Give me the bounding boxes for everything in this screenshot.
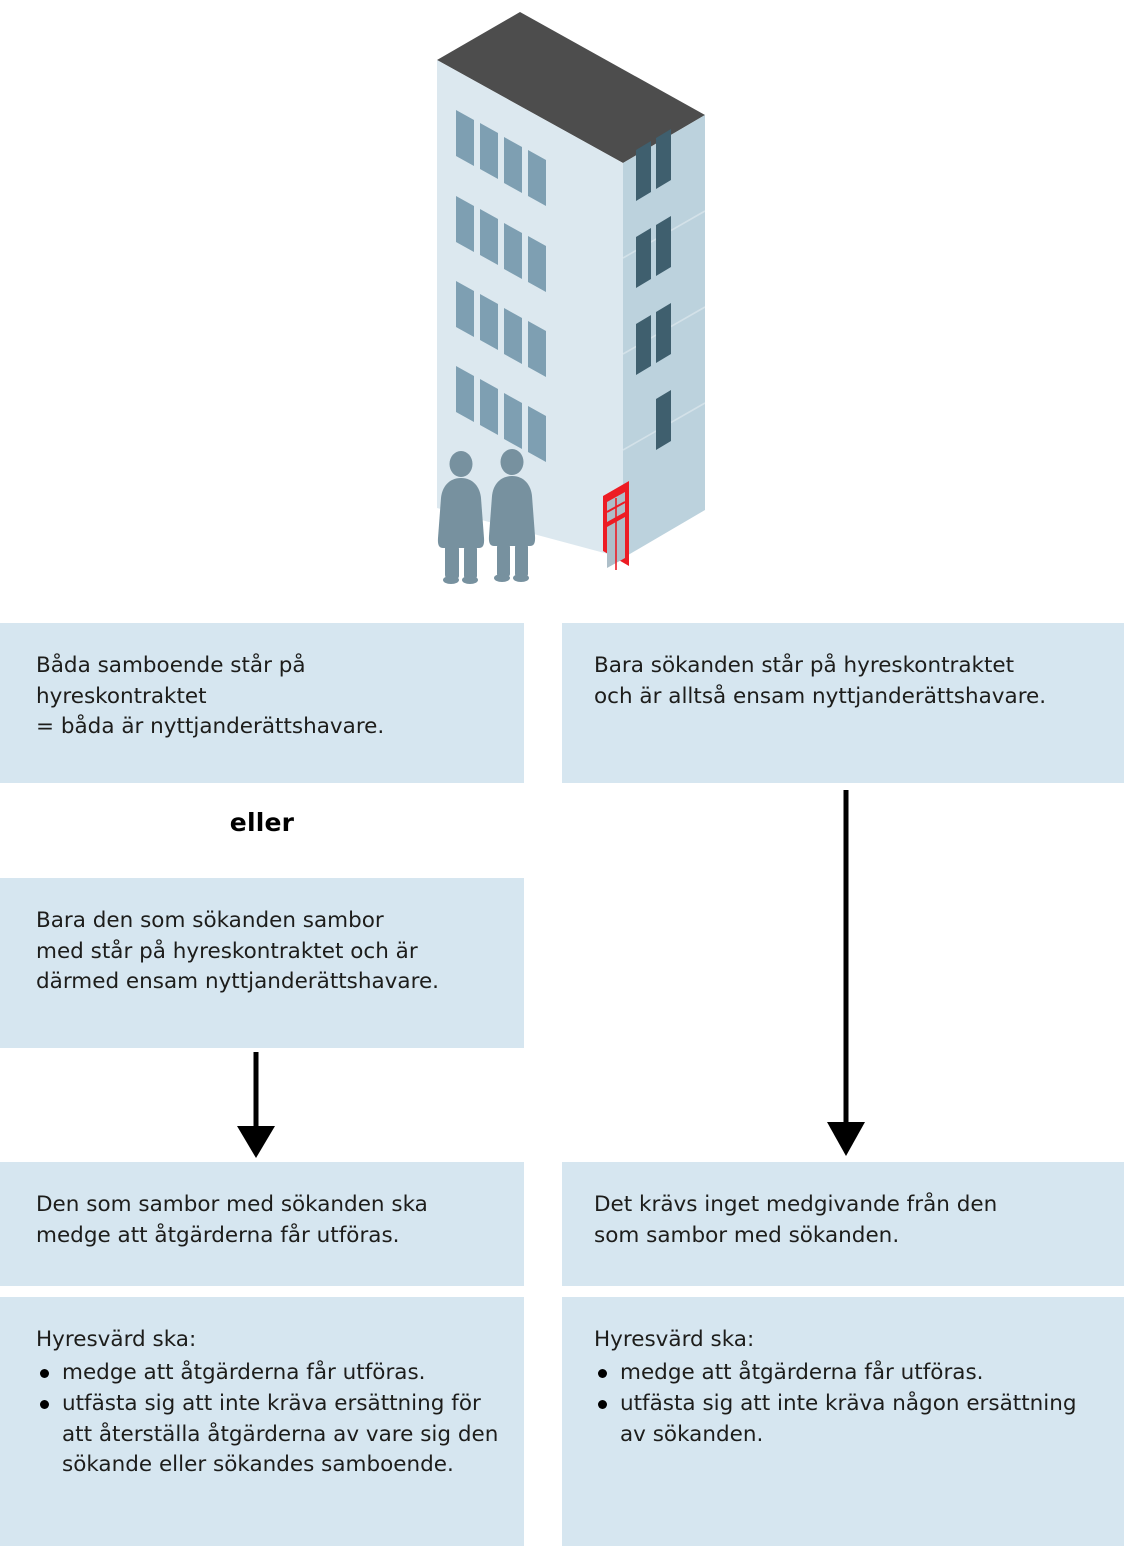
left-list-heading: Hyresvärd ska:	[36, 1327, 197, 1352]
list-item: utfästa sig att inte kräva någon ersättn…	[594, 1389, 1100, 1450]
left-bullet-list: medge att åtgärderna får utföras. utfäst…	[36, 1358, 500, 1481]
left-down-arrow	[226, 1052, 286, 1164]
right-box-3-text: Det krävs inget medgivande från den som …	[594, 1192, 998, 1248]
right-box-1-text: Bara sökanden står på hyreskontraktet oc…	[594, 653, 1047, 709]
left-box-landlord-obligations: Hyresvärd ska: medge att åtgärderna får …	[0, 1297, 524, 1546]
left-box-3-text: Den som sambor med sökanden ska medge at…	[36, 1192, 428, 1248]
person-figure-left	[437, 451, 485, 584]
left-box-consent-required: Den som sambor med sökanden ska medge at…	[0, 1162, 524, 1286]
right-list-heading: Hyresvärd ska:	[594, 1327, 755, 1352]
building-front-face	[437, 60, 623, 558]
left-box-2-text: Bara den som sökanden sambor med står på…	[36, 908, 440, 995]
left-box-both-cohabitants-on-lease: Båda samboende står på hyreskontraktet =…	[0, 623, 524, 783]
side-face-windows	[636, 129, 671, 450]
front-face-windows	[456, 110, 546, 462]
left-box-only-cohabitant-on-lease: Bara den som sökanden sambor med står på…	[0, 878, 524, 1048]
person-figure-right	[488, 449, 536, 582]
left-box-1-text: Båda samboende står på hyreskontraktet =…	[36, 653, 385, 740]
building-roof	[437, 12, 705, 163]
right-box-landlord-obligations: Hyresvärd ska: medge att åtgärderna får …	[562, 1297, 1124, 1546]
list-item: medge att åtgärderna får utföras.	[594, 1358, 1100, 1389]
right-box-no-consent-required: Det krävs inget medgivande från den som …	[562, 1162, 1124, 1286]
right-box-only-applicant-on-lease: Bara sökanden står på hyreskontraktet oc…	[562, 623, 1124, 783]
connector-label-eller: eller	[229, 808, 295, 837]
list-item: medge att åtgärderna får utföras.	[36, 1358, 500, 1389]
building-entrance-door	[603, 481, 629, 570]
right-down-arrow	[816, 790, 876, 1164]
right-bullet-list: medge att åtgärderna får utföras. utfäst…	[594, 1358, 1100, 1451]
list-item: utfästa sig att inte kräva ersättning fö…	[36, 1389, 500, 1481]
building-illustration	[0, 0, 1124, 610]
